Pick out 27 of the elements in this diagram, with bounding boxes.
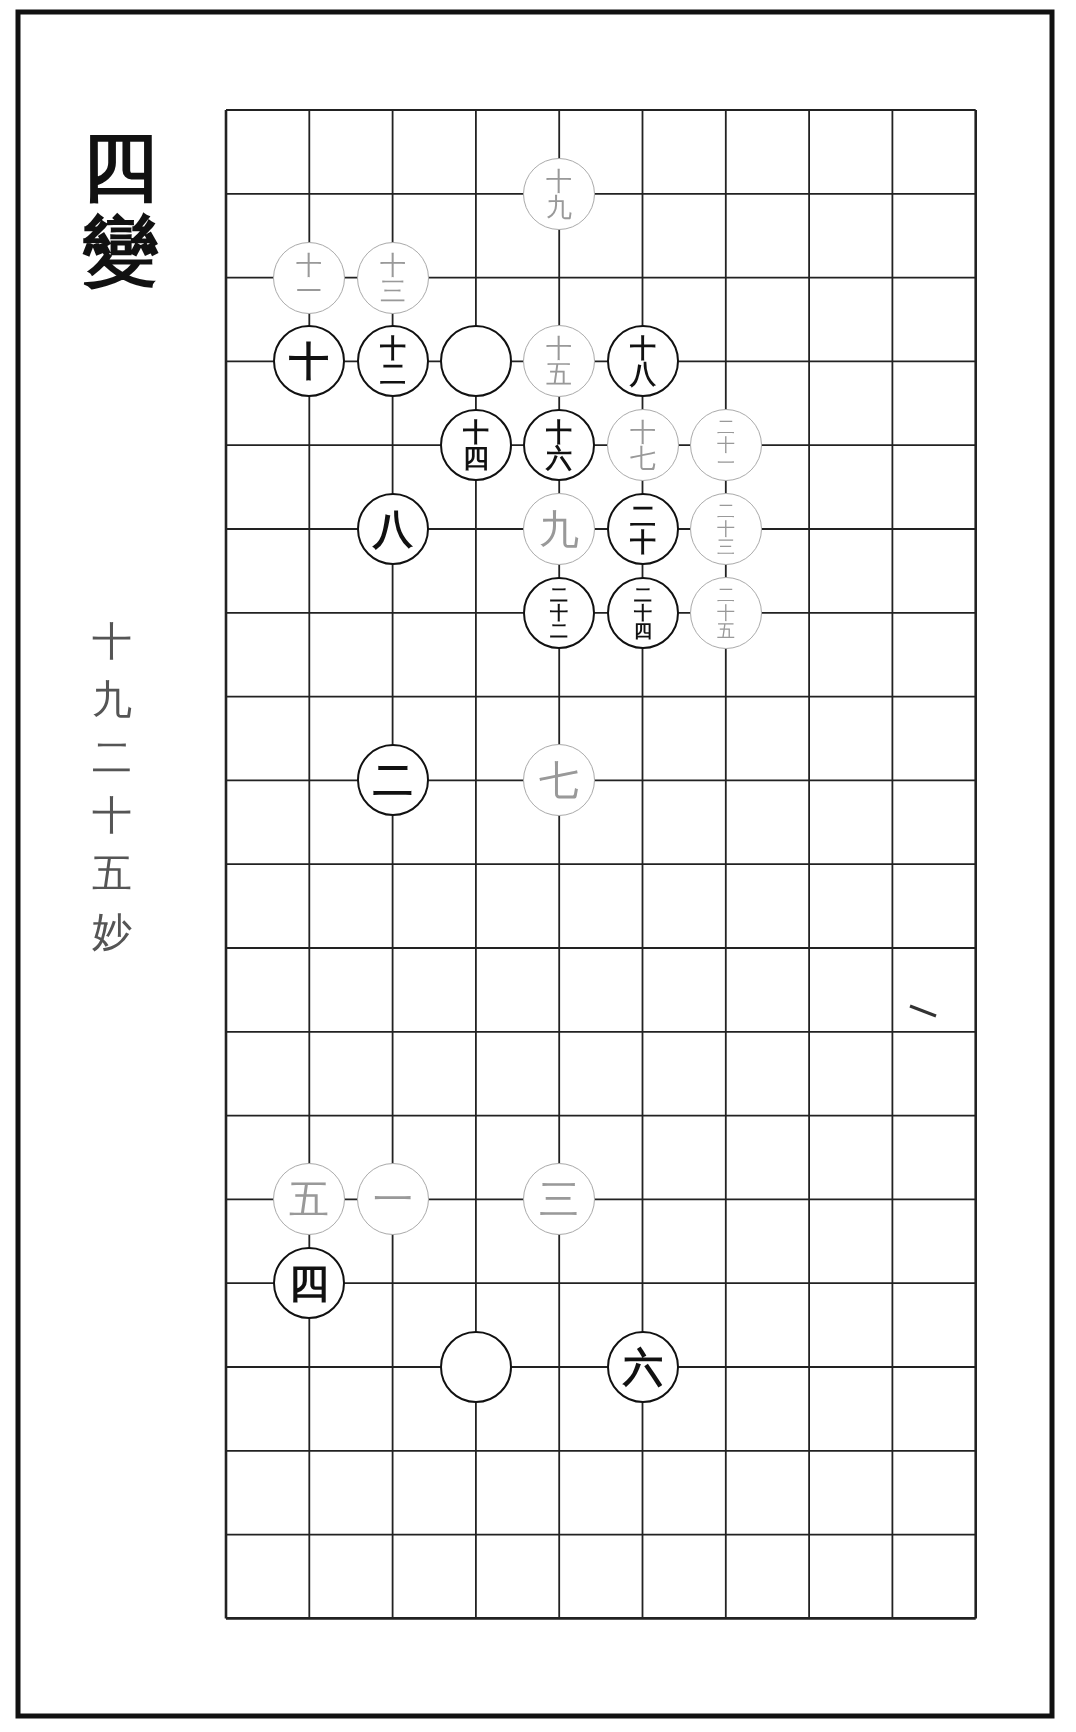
go-stone: 二十 [606, 493, 679, 565]
go-stone: 二十二 [523, 576, 596, 649]
side-note: 十九二十五妙 [92, 617, 132, 956]
go-stone: 二 [356, 744, 429, 817]
go-stone: 十三 [356, 241, 429, 314]
go-stone: 四 [273, 1247, 346, 1320]
go-stone: 十五 [523, 325, 596, 398]
go-stone: 五 [273, 1163, 346, 1236]
go-stone: 二十五 [689, 576, 762, 649]
go-stone: 十七 [606, 409, 679, 482]
go-stone: 十九 [523, 157, 596, 230]
go-stone: 十四 [439, 409, 512, 482]
go-stone: 十一 [273, 241, 346, 314]
go-stone: 十六 [523, 409, 596, 482]
go-stone: 一 [356, 1163, 429, 1236]
go-stone: 十二 [356, 325, 429, 398]
go-stone: 七 [523, 744, 596, 817]
go-stone: 二十三 [689, 493, 762, 565]
go-stone: 二十四 [606, 576, 679, 649]
go-stone: 二十一 [689, 409, 762, 482]
go-stone: 六 [606, 1331, 679, 1403]
go-stone: 九 [523, 493, 596, 565]
go-stone: 十八 [606, 325, 679, 398]
go-stone: 十 [273, 325, 346, 398]
go-stone: 八 [356, 493, 429, 565]
go-stone: 三 [523, 1163, 596, 1236]
title: 四變 [82, 125, 158, 293]
